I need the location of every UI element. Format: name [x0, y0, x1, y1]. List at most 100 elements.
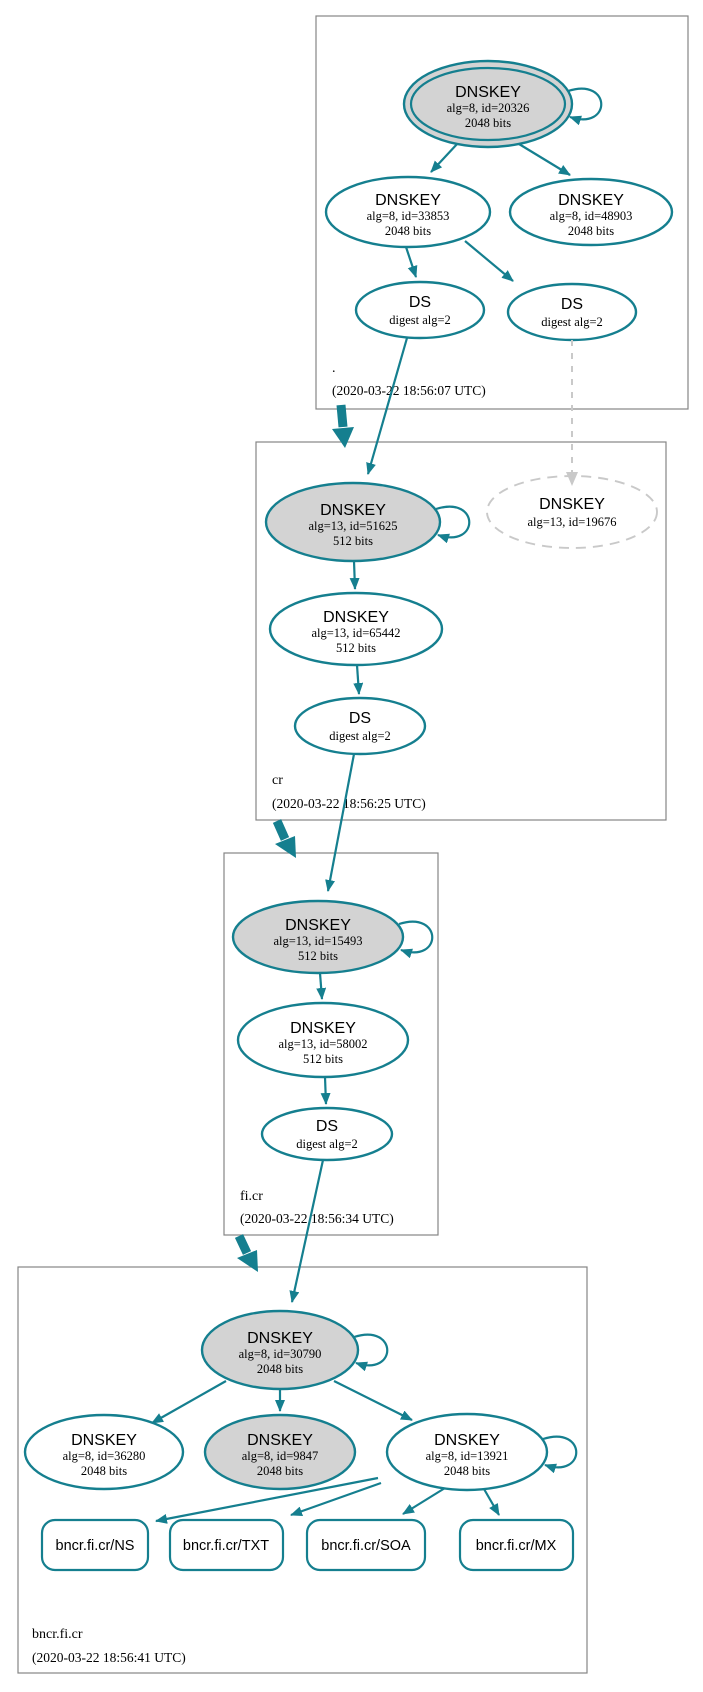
node-title: DNSKEY	[434, 1432, 500, 1449]
dnskey-node-30790: DNSKEY alg=8, id=30790 2048 bits	[200, 1309, 360, 1391]
node-title: DNSKEY	[539, 496, 605, 513]
node-ellipse	[231, 899, 405, 975]
node-attrs: alg=13, id=58002	[278, 1037, 367, 1051]
node-bits: 2048 bits	[81, 1464, 127, 1478]
delegation-arrow-fi-cr-to-bncr-fi-cr	[234, 1234, 258, 1272]
cross-zone-edges	[289, 337, 578, 1303]
edge-ds-cr-to-dnskey-15493	[325, 753, 356, 892]
rrset-label: bncr.fi.cr/NS	[56, 1538, 135, 1554]
dnskey-node-15493: DNSKEY alg=13, id=15493 512 bits	[231, 899, 405, 975]
node-ellipse	[354, 280, 486, 340]
zone-box	[17, 1266, 588, 1674]
zone-timestamp: (2020-03-22 18:56:34 UTC)	[240, 1211, 394, 1226]
node-title: DNSKEY	[71, 1432, 137, 1449]
ds-node-root-right: DS digest alg=2	[506, 282, 638, 342]
rrset-bncr-fi-cr-txt: bncr.fi.cr/TXT	[168, 1518, 285, 1572]
zone-timestamp: (2020-03-22 18:56:25 UTC)	[272, 796, 426, 811]
edge-ksk-to-dnskey-48903	[518, 143, 571, 176]
zone-fi-cr: DNSKEY alg=13, id=15493 512 bits DNSKEY …	[223, 852, 439, 1236]
rrset-box	[168, 1518, 285, 1572]
edge-ksk-to-dnskey-33853	[430, 142, 459, 173]
node-title: DNSKEY	[247, 1330, 313, 1347]
node-ellipse	[385, 1412, 549, 1492]
node-title: DNSKEY	[455, 84, 521, 101]
node-ellipse	[293, 696, 427, 756]
edge-ds-fi-cr-to-dnskey-30790	[289, 1159, 325, 1303]
node-ellipse	[508, 177, 674, 247]
node-attrs: alg=8, id=9847	[242, 1449, 319, 1463]
node-ellipse	[23, 1413, 185, 1491]
node-attrs: alg=8, id=13921	[426, 1449, 509, 1463]
node-attrs: alg=8, id=30790	[239, 1347, 322, 1361]
delegation-arrows	[234, 404, 354, 1272]
node-bits: 512 bits	[298, 949, 338, 963]
edge-ksk-self-loop	[567, 87, 603, 126]
dnskey-node-13921: DNSKEY alg=8, id=13921 2048 bits	[385, 1412, 549, 1492]
node-bits: 2048 bits	[444, 1464, 490, 1478]
zone-label: bncr.fi.cr	[32, 1627, 83, 1642]
dnskey-node-9847: DNSKEY alg=8, id=9847 2048 bits	[203, 1413, 357, 1491]
node-ellipse	[260, 1106, 394, 1162]
node-attrs: alg=13, id=15493	[273, 934, 362, 948]
edge-dnskey-15493-self-loop	[398, 920, 434, 959]
node-bits: 2048 bits	[385, 224, 431, 238]
edge-dnskey-51625-to-65442	[349, 560, 360, 590]
edge-dnskey-15493-to-58002	[316, 972, 327, 1000]
node-title: DS	[316, 1118, 338, 1135]
edge-dnskey-13921-to-soa	[402, 1487, 446, 1515]
edge-dnskey-30790-to-36280	[151, 1380, 227, 1424]
zone-box	[223, 852, 439, 1236]
node-bits: 2048 bits	[257, 1464, 303, 1478]
zone-cr: DNSKEY alg=13, id=51625 512 bits DNSKEY …	[255, 441, 667, 821]
ds-node-root-left: DS digest alg=2	[354, 280, 486, 340]
rrset-label: bncr.fi.cr/SOA	[321, 1538, 411, 1554]
rrset-box	[305, 1518, 427, 1572]
node-ellipse	[268, 591, 444, 667]
edge-dnskey-13921-self-loop	[542, 1435, 578, 1474]
edge-dnskey-13921-to-mx	[483, 1488, 500, 1516]
dnskey-node-36280: DNSKEY alg=8, id=36280 2048 bits	[23, 1413, 185, 1491]
node-attrs: digest alg=2	[296, 1137, 358, 1151]
node-title: DNSKEY	[285, 917, 351, 934]
rrset-label: bncr.fi.cr/TXT	[183, 1538, 269, 1554]
rrset-bncr-fi-cr-soa: bncr.fi.cr/SOA	[305, 1518, 427, 1572]
node-bits: 2048 bits	[568, 224, 614, 238]
node-title: DNSKEY	[558, 192, 624, 209]
rrset-box	[458, 1518, 575, 1572]
zone-box	[315, 15, 689, 410]
ds-node-fi-cr: DS digest alg=2	[260, 1106, 394, 1162]
node-attrs: digest alg=2	[329, 729, 391, 743]
edge-dnskey-33853-to-ds-right	[464, 240, 514, 282]
node-ellipse	[324, 175, 492, 249]
node-attrs: digest alg=2	[389, 313, 451, 327]
node-attrs: alg=8, id=36280	[63, 1449, 146, 1463]
edge-dnskey-30790-to-13921	[333, 1380, 413, 1421]
rrset-bncr-fi-cr-mx: bncr.fi.cr/MX	[458, 1518, 575, 1572]
zone-label: cr	[272, 773, 283, 788]
zone-box	[255, 441, 667, 821]
edge-dnskey-33853-to-ds-left	[404, 246, 418, 278]
node-title: DS	[561, 296, 583, 313]
zone-label: .	[332, 361, 336, 376]
node-ellipse	[264, 481, 442, 563]
zone-bncr-fi-cr: DNSKEY alg=8, id=30790 2048 bits DNSKEY …	[17, 1266, 588, 1674]
node-ellipse	[236, 1001, 410, 1079]
dnskey-node-19676-dashed: DNSKEY alg=13, id=19676	[486, 475, 658, 549]
node-bits: 2048 bits	[257, 1362, 303, 1376]
node-attrs: alg=13, id=51625	[308, 519, 397, 533]
dnskey-node-20326: DNSKEY alg=8, id=20326 2048 bits	[402, 59, 574, 149]
dnskey-node-48903: DNSKEY alg=8, id=48903 2048 bits	[508, 177, 674, 247]
rrset-label: bncr.fi.cr/MX	[476, 1538, 557, 1554]
zone-label: fi.cr	[240, 1189, 263, 1204]
node-attrs: alg=8, id=33853	[367, 209, 450, 223]
node-title: DNSKEY	[323, 609, 389, 626]
ds-node-cr: DS digest alg=2	[293, 696, 427, 756]
node-attrs: digest alg=2	[541, 315, 603, 329]
edge-dnskey-51625-self-loop	[435, 505, 471, 544]
zone-timestamp: (2020-03-22 18:56:41 UTC)	[32, 1650, 186, 1665]
node-title: DNSKEY	[375, 192, 441, 209]
dnskey-node-33853: DNSKEY alg=8, id=33853 2048 bits	[324, 175, 492, 249]
node-ellipse	[203, 1413, 357, 1491]
